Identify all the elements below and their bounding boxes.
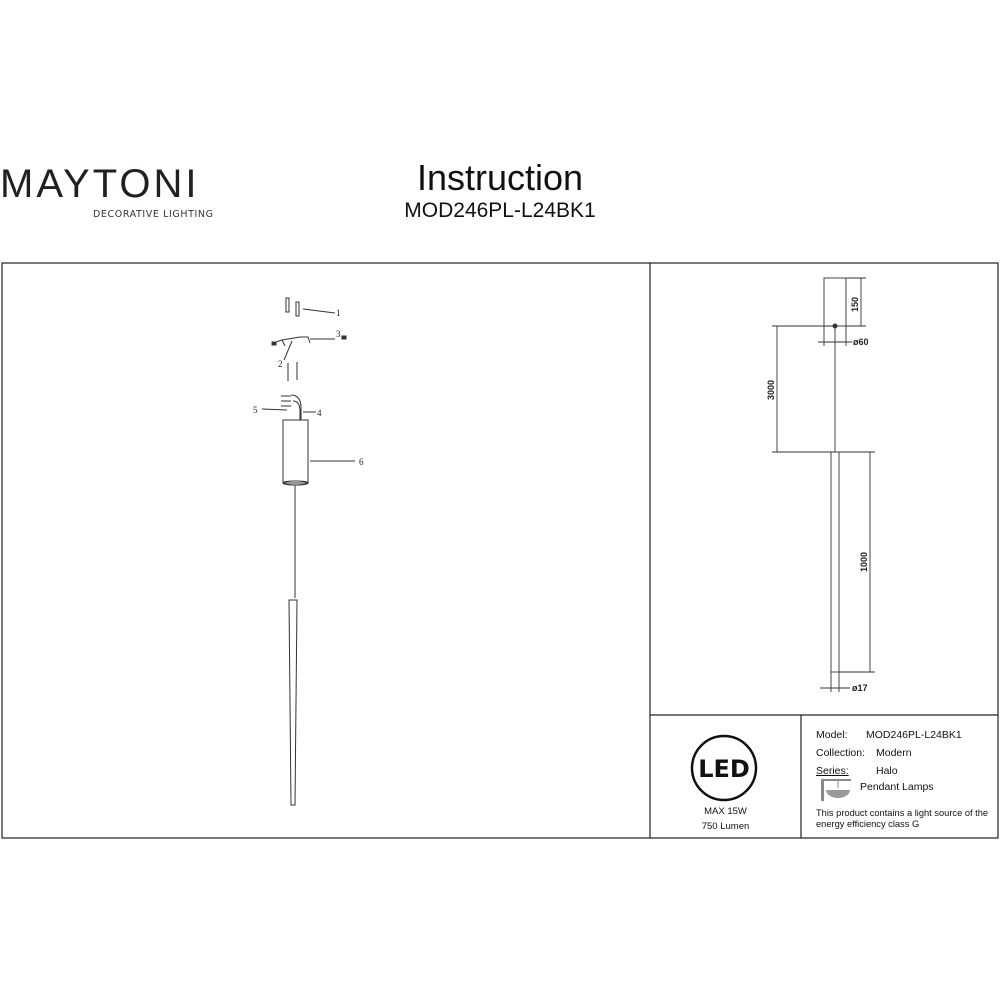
spec-series-label: Series: [816, 765, 849, 777]
led-power: MAX 15W [704, 806, 747, 817]
spec-collection-value: Modern [876, 747, 912, 759]
dimension-drawing [772, 277, 875, 692]
led-badge-circle [690, 734, 758, 802]
product-type: Pendant Lamps [860, 781, 934, 793]
model-subtitle: MOD246PL-L24BK1 [404, 199, 596, 222]
dim-canopy-height: 150 [850, 297, 860, 312]
brand-tagline: DECORATIVE LIGHTING [93, 209, 214, 220]
spec-model-value: MOD246PL-L24BK1 [866, 729, 962, 741]
spec-model-label: Model: [816, 729, 848, 741]
dim-tube-length: 1000 [859, 552, 869, 572]
spec-series-value: Halo [876, 765, 898, 777]
part-label-1: 1 [336, 308, 341, 318]
page-title: Instruction [416, 157, 584, 198]
pendant-lamp-icon [821, 779, 851, 801]
dim-canopy-diameter: ø60 [853, 337, 869, 347]
exploded-view [261, 297, 355, 806]
led-lumen: 750 Lumen [701, 821, 750, 832]
part-label-4: 4 [317, 408, 322, 418]
brand-logo: MAYTONI [0, 162, 200, 206]
part-label-3: 3 [336, 329, 341, 339]
part-label-5: 5 [253, 405, 258, 415]
dim-cable-length: 3000 [766, 380, 776, 400]
led-badge-text: LED [698, 755, 750, 783]
energy-note: This product contains a light source of … [816, 808, 989, 829]
part-label-6: 6 [359, 457, 364, 467]
dim-tube-diameter: ø17 [852, 683, 868, 693]
spec-collection-label: Collection: [816, 747, 866, 759]
part-label-2: 2 [278, 359, 283, 369]
